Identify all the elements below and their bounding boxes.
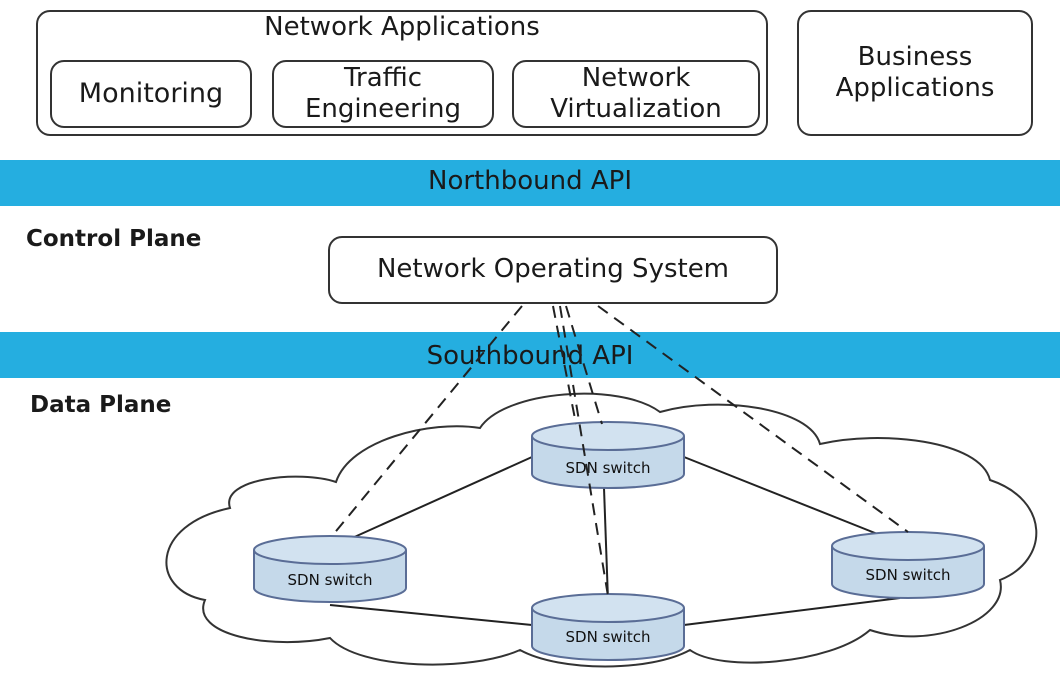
northbound-api-label: Northbound API <box>428 166 632 196</box>
monitoring-label: Monitoring <box>78 77 224 109</box>
monitoring-app: Monitoring <box>50 60 252 128</box>
sdn-switch-bottom: SDN switch <box>531 593 685 661</box>
network-virtualization-app: Network Virtualization <box>512 60 760 128</box>
traffic-engineering-line2: Engineering <box>305 94 461 124</box>
nos-label: Network Operating System <box>376 254 730 285</box>
channel-to-left-switch <box>331 305 523 537</box>
channel-to-bottom-switch <box>559 305 609 597</box>
link-top-right <box>683 456 881 536</box>
sdn-switch-left-label: SDN switch <box>288 571 373 589</box>
southbound-api-label: Southbound API <box>427 341 634 371</box>
business-applications-line2: Applications <box>835 73 995 103</box>
link-left-top <box>329 456 533 549</box>
channel-to-top-switch-b <box>565 305 603 425</box>
traffic-engineering-app: Traffic Engineering <box>272 60 494 128</box>
link-bottom-right <box>683 597 901 626</box>
network-applications-title: Network Applications <box>264 12 540 42</box>
sdn-switch-right: SDN switch <box>831 531 985 599</box>
business-applications: Business Applications <box>797 10 1033 136</box>
sdn-switch-right-label: SDN switch <box>866 566 951 584</box>
network-virtualization-line2: Virtualization <box>550 94 722 124</box>
northbound-api-band <box>0 160 1060 206</box>
traffic-engineering-line1: Traffic <box>343 62 423 93</box>
link-left-bottom <box>329 604 533 626</box>
network-virtualization-line1: Network <box>581 62 691 93</box>
sdn-switch-left: SDN switch <box>253 535 407 603</box>
channel-to-right-switch <box>597 305 909 533</box>
network-operating-system: Network Operating System <box>328 236 778 304</box>
data-plane-label: Data Plane <box>30 392 172 418</box>
control-channels <box>331 305 909 597</box>
southbound-api-band <box>0 332 1060 378</box>
link-top-bottom <box>603 487 609 601</box>
sdn-switch-top-label: SDN switch <box>566 459 651 477</box>
switch-links <box>329 456 901 626</box>
business-applications-line1: Business <box>857 41 973 72</box>
channel-to-top-switch-a <box>552 305 577 425</box>
control-plane-label: Control Plane <box>26 226 202 252</box>
sdn-switch-top: SDN switch <box>531 421 685 489</box>
sdn-switch-bottom-label: SDN switch <box>566 628 651 646</box>
